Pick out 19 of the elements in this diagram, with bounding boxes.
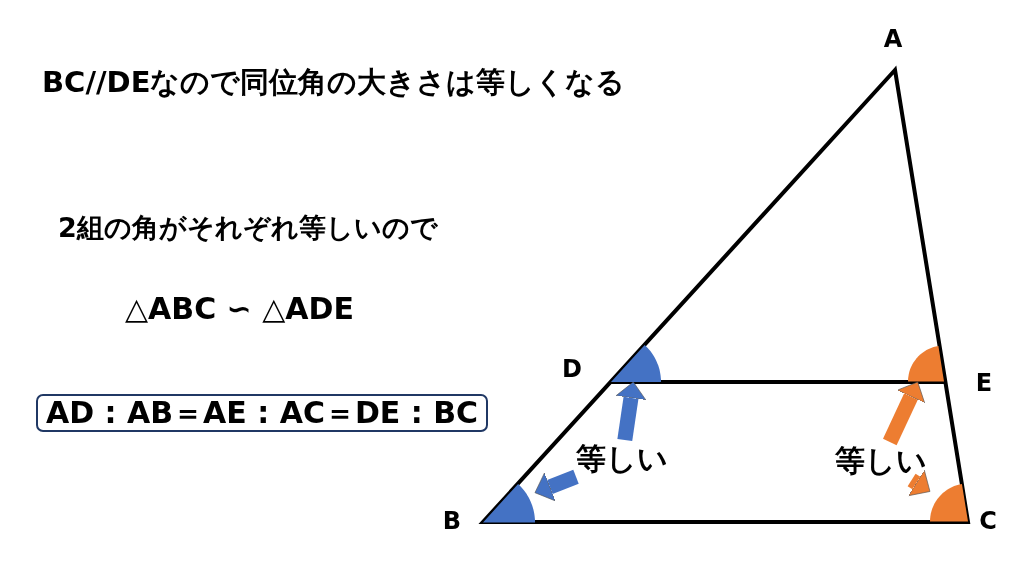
ratio-box: AD : AB＝AE : AC＝DE : BC (36, 394, 489, 432)
angle-mark (483, 483, 535, 522)
vertex-label: E (975, 370, 993, 398)
statement-text: BC//DEなので同位角の大きさは等しくなる (42, 66, 626, 100)
equal-label: 等しい (835, 442, 927, 480)
arrow (615, 381, 647, 442)
angle-mark (930, 484, 968, 522)
vertex-label: A (883, 26, 903, 54)
vertex-label: D (562, 356, 582, 384)
arrow (534, 469, 579, 502)
arrow (907, 470, 931, 496)
vertex-label: C (979, 508, 997, 536)
statement-text: 2組の角がそれぞれ等しいので (58, 212, 438, 244)
similarity-text: △ABC ∽ △ADE (125, 292, 354, 327)
arrow (883, 381, 925, 446)
vertex-label: B (442, 508, 462, 536)
angle-mark (908, 346, 944, 382)
equal-label: 等しい (576, 440, 668, 478)
angle-mark (611, 345, 661, 382)
